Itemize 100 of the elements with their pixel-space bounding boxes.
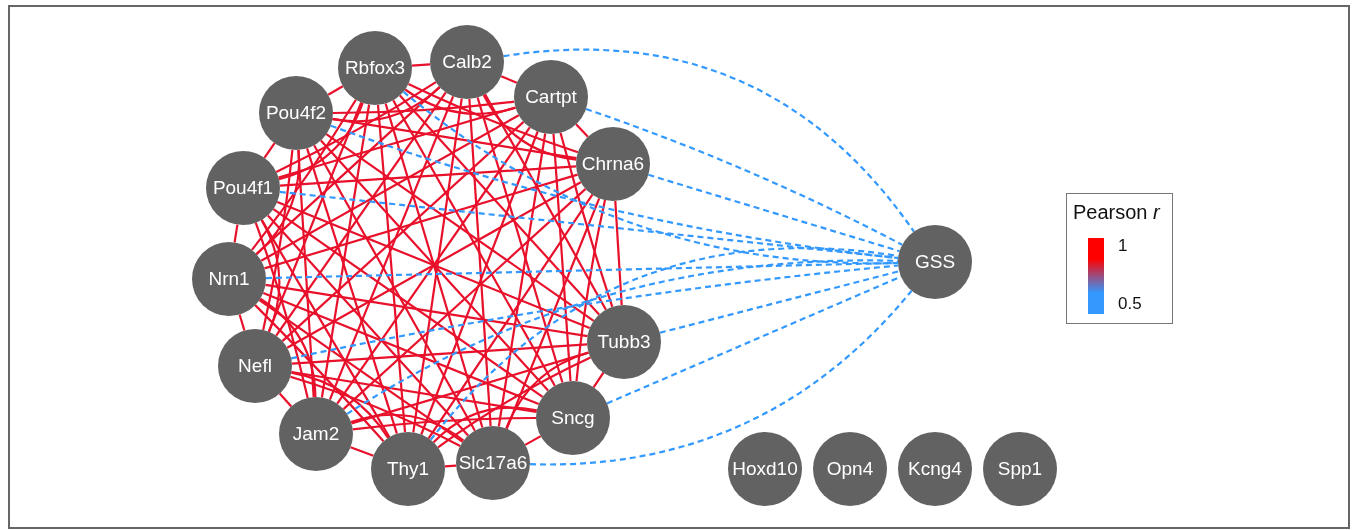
- dashed-edge: [330, 124, 899, 260]
- edge-line: [260, 114, 520, 262]
- gene-node: Rbfox3: [338, 31, 412, 105]
- gene-node: Tubb3: [587, 305, 661, 379]
- dashed-edge: [265, 261, 899, 280]
- gene-node: Spp1: [983, 432, 1057, 506]
- gene-node: Thy1: [371, 432, 445, 506]
- edge-line: [333, 100, 515, 115]
- dashed-edge: [530, 289, 913, 466]
- edge-line: [500, 75, 518, 84]
- edge-line: [552, 133, 572, 382]
- edge-line: [262, 291, 540, 406]
- gene-node: Nrn1: [192, 242, 266, 316]
- gene-node: Pou4f2: [259, 76, 333, 150]
- edge-line: [432, 406, 537, 444]
- edge-line: [251, 99, 357, 251]
- edge-line: [260, 219, 281, 333]
- edge-line: [411, 63, 431, 67]
- gene-node: Sncg: [536, 381, 610, 455]
- gene-node: Chrna6: [576, 127, 650, 201]
- edge-line: [255, 86, 441, 255]
- edge-line: [264, 173, 578, 270]
- edge-line: [297, 149, 315, 398]
- dashed-edge: [648, 173, 900, 253]
- dashed-edge: [503, 48, 915, 233]
- gene-node: Cartpt: [514, 60, 588, 134]
- edge-line: [412, 98, 463, 433]
- dashed-edge: [659, 270, 900, 334]
- gene-node: Slc17a6: [456, 426, 530, 500]
- edge-line: [262, 149, 294, 331]
- edge-line: [559, 132, 614, 308]
- edge-line: [352, 416, 536, 431]
- gene-node: Nefl: [218, 329, 292, 403]
- edge-line: [254, 304, 385, 443]
- edge-line: [332, 117, 577, 160]
- edge-line: [291, 343, 588, 365]
- gene-node: Calb2: [430, 25, 504, 99]
- edge-line: [332, 86, 441, 123]
- edge-line: [484, 93, 607, 311]
- edge-line: [265, 283, 588, 338]
- legend-label: 1: [1118, 236, 1128, 256]
- edge-line: [275, 81, 437, 173]
- edge-line: [281, 121, 525, 342]
- gene-node: Pou4f1: [206, 151, 280, 225]
- edge-line: [407, 82, 579, 154]
- edge-line: [437, 356, 591, 449]
- edge-line: [575, 123, 589, 138]
- edge-line: [342, 188, 587, 410]
- edge-line: [350, 413, 465, 442]
- edge-line: [291, 371, 389, 439]
- legend-title: Pearson r: [1073, 201, 1160, 224]
- edge-line: [476, 97, 564, 383]
- dashed-edge: [402, 90, 898, 265]
- dashed-edge: [290, 264, 899, 360]
- edge-line: [350, 446, 374, 457]
- gene-node: Opn4: [813, 432, 887, 506]
- edge-line: [482, 94, 577, 161]
- edge-line: [258, 299, 464, 443]
- edge-line: [259, 297, 317, 398]
- edge-line: [575, 199, 607, 382]
- edge-line: [404, 88, 516, 115]
- edge-line: [524, 435, 542, 446]
- edge-line: [313, 144, 476, 432]
- edge-line: [306, 147, 398, 435]
- edge-line: [420, 131, 539, 435]
- edge-line: [384, 103, 484, 428]
- edge-line: [263, 142, 276, 159]
- edge-line: [327, 85, 344, 96]
- gene-node: Hoxd10: [728, 432, 802, 506]
- edge-line: [291, 370, 537, 414]
- edge-line: [276, 200, 591, 330]
- gene-node: GSS: [898, 225, 972, 299]
- edge-line: [272, 208, 544, 398]
- edge-line: [320, 104, 371, 398]
- edge-line: [351, 351, 589, 425]
- edge-line: [376, 104, 407, 433]
- edge-line: [267, 101, 363, 333]
- edge-line: [497, 133, 547, 427]
- gene-node: Kcng4: [898, 432, 972, 506]
- dashed-edge: [585, 107, 903, 246]
- edge-line: [286, 181, 582, 349]
- edge-line: [392, 99, 556, 387]
- edge-line: [505, 197, 601, 430]
- edge-line: [254, 222, 309, 399]
- edge-line: [614, 200, 623, 306]
- edge-line: [278, 102, 364, 181]
- edge-line: [336, 126, 531, 405]
- edge-line: [233, 224, 239, 243]
- edge-line: [468, 98, 492, 427]
- edge-line: [278, 106, 516, 179]
- edge-line: [255, 149, 301, 256]
- edge-line: [328, 95, 455, 401]
- edge-line: [399, 94, 600, 316]
- edge-line: [320, 139, 549, 392]
- edge-line: [279, 165, 577, 187]
- legend-label: 0.5: [1118, 294, 1142, 314]
- edge-line: [325, 133, 595, 322]
- edge-line: [290, 375, 461, 447]
- edge-line: [427, 194, 594, 439]
- edge-line: [267, 214, 469, 437]
